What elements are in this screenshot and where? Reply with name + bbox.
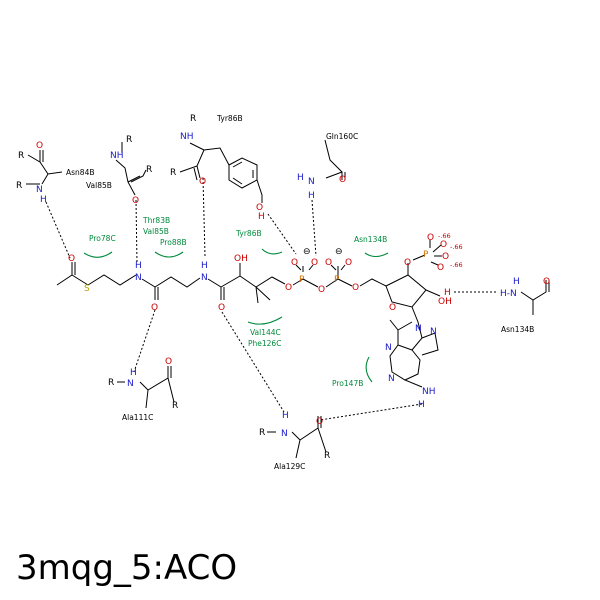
adenine-n9: N [415, 324, 422, 334]
phosphate-oxygen-3b: O [440, 240, 447, 250]
amide-oxygen-1: O [151, 303, 158, 313]
phosphate-oxygen-1b: O [311, 258, 318, 268]
bridge-oxygen: O [318, 285, 325, 295]
val85b-oxygen: O [132, 196, 139, 206]
tyr-hydroxyl: O [256, 203, 263, 213]
tyr86b-top-label: Tyr86B [216, 114, 243, 123]
ether-oxygen-1: O [285, 283, 292, 293]
phosphate-oxygen-3d: O [437, 263, 444, 273]
asn134b-hn: H-N [500, 289, 517, 299]
ala129c-r1: R [259, 428, 265, 438]
ribose-ring-oxygen: O [389, 303, 396, 313]
adenine-amine: NH [422, 387, 436, 397]
phosphate-oxygen-3c: O [442, 252, 449, 262]
asn84b-nitrogen: N [36, 185, 43, 195]
asn84b-r2: R [16, 181, 22, 191]
ribose-2-hydroxyl: OH [438, 297, 452, 307]
charge-label-2: -.66 [450, 243, 463, 251]
asn134b-green-label: Asn134B [354, 235, 387, 244]
charge-1: ⊖ [303, 247, 311, 257]
charge-label-3: -.66 [450, 261, 463, 269]
ala111c-nitrogen: N [127, 379, 134, 389]
charge-2: ⊖ [335, 247, 343, 257]
adenine-amine-h: H [418, 400, 425, 410]
asn134b-oxygen: O [543, 277, 550, 287]
asn84b-label: Asn84B [66, 168, 94, 177]
gln160c-label: Gln160C [326, 132, 358, 141]
gln160c-oxygen: O [339, 175, 346, 185]
phosphorus-1: P [299, 275, 305, 285]
acetyl-oxygen: O [68, 254, 75, 264]
ala129c-nitrogen: N [281, 429, 288, 439]
adenine-n7: N [430, 327, 437, 337]
tyr86b-oxygen: O [199, 177, 206, 187]
asn84b-r1: R [18, 151, 24, 161]
ala111c-r2: R [172, 401, 178, 411]
gln160c-nitrogen: N [308, 177, 315, 187]
ala111c-h: H [130, 368, 137, 378]
page-title: 3mqg_5:ACO [16, 548, 238, 588]
val85b-green-label: Val85B [143, 227, 169, 236]
adenine-n3: N [385, 343, 392, 353]
adenine-n1: N [388, 374, 395, 384]
pro147b-label: Pro147B [332, 379, 363, 388]
amide-oxygen-2: O [218, 303, 225, 313]
phosphate-oxygen-2b: O [345, 258, 352, 268]
asn134b-h: H [513, 277, 520, 287]
hydrophobic-contacts [83, 248, 389, 383]
thioester-sulfur: S [84, 284, 90, 294]
phe126c-label: Phe126C [248, 339, 281, 348]
val85b-label: Val85B [86, 181, 112, 190]
asn84b-h: H [40, 195, 47, 205]
ala111c-label: Ala111C [122, 413, 153, 422]
residue-atoms: R O R N H Asn84B R NH R O Val85B R NH R … [16, 114, 550, 471]
tyr86b-r1: R [190, 114, 196, 124]
ala129c-r2: R [324, 451, 330, 461]
amide-hydrogen-2: H [201, 261, 208, 271]
amide-hydrogen-1: H [135, 261, 142, 271]
val85b-r1: R [126, 135, 132, 145]
phosphorus-3: P [423, 250, 429, 260]
pro78c-label: Pro78C [89, 234, 116, 243]
ala129c-oxygen: O [316, 417, 323, 427]
val85b-nh: NH [110, 151, 124, 161]
hydroxyl-h: H [444, 288, 451, 298]
asn134b-label: Asn134B [501, 325, 534, 334]
asn84b-oxygen: O [36, 141, 43, 151]
tyr86b-r2: R [170, 168, 176, 178]
thr83b-label: Thr83B [142, 216, 170, 225]
tyr86b-green-label: Tyr86B [235, 229, 262, 238]
tyr-hydroxyl-h: H [258, 212, 265, 222]
ligand-bonds [56, 142, 442, 388]
phosphate-oxygen-2a: O [325, 258, 332, 268]
hydrophobic-labels: Pro78C Thr83B Val85B Pro88B Tyr86B Asn13… [89, 216, 387, 388]
ligand-atoms: O S N H O N H O OH O P O O ⊖ O P O O ⊖ O… [68, 203, 463, 410]
pro88b-label: Pro88B [160, 238, 187, 247]
gln160c-h2: H [308, 191, 315, 201]
val144c-label: Val144C [250, 328, 281, 337]
ala111c-oxygen: O [165, 357, 172, 367]
phosphorus-2: P [334, 275, 340, 285]
tyr86b-nh: NH [180, 132, 194, 142]
amide-nitrogen-1: N [135, 273, 142, 283]
hydrogen-bonds [45, 177, 498, 421]
hydroxyl-pantoate: OH [234, 254, 248, 264]
amide-nitrogen-2: N [201, 273, 208, 283]
phosphate-oxygen-3a: O [427, 233, 434, 243]
ala129c-label: Ala129C [274, 462, 305, 471]
charge-label-1: -.66 [438, 232, 451, 240]
val85b-r2: R [146, 165, 152, 175]
phosphate-oxygen-1a: O [291, 258, 298, 268]
gln160c-h1: H [297, 173, 304, 183]
ala129c-h: H [282, 411, 289, 421]
ether-oxygen-2: O [352, 283, 359, 293]
residue-bonds [26, 139, 550, 459]
ribose-3-oxygen: O [404, 258, 411, 268]
ala111c-r1: R [108, 378, 114, 388]
